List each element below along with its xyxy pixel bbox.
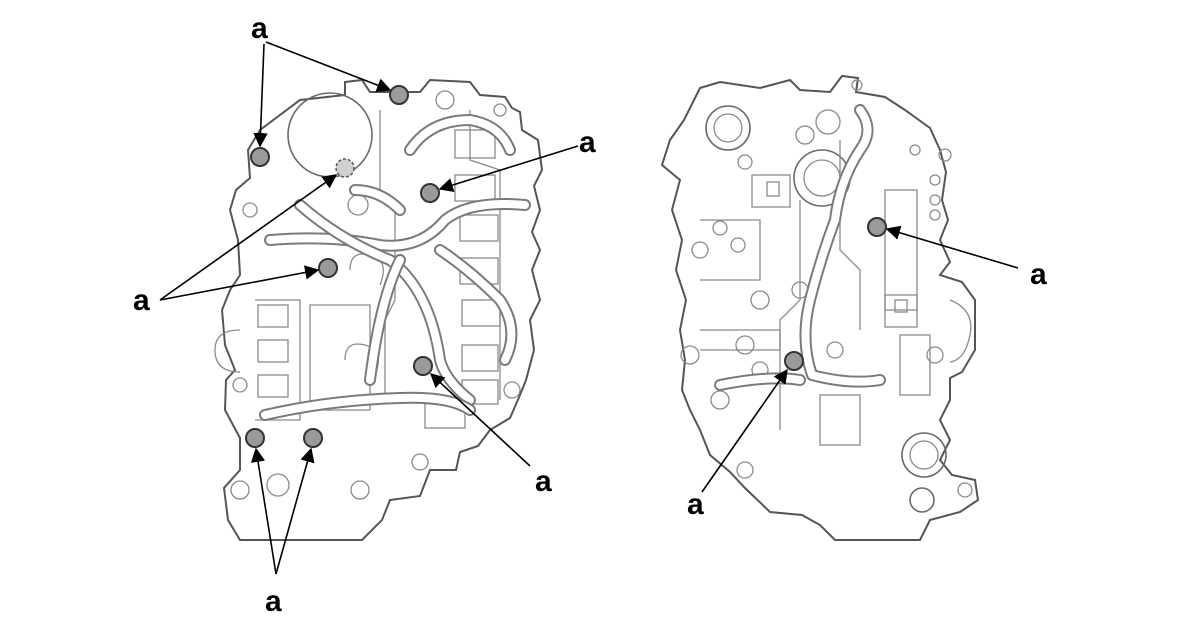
wire-harness bbox=[259, 114, 531, 421]
callout-label: a bbox=[687, 488, 704, 521]
bolt-marker bbox=[335, 158, 355, 178]
callout-label: a bbox=[579, 126, 596, 159]
bolt-marker bbox=[413, 356, 433, 376]
bolt-marker bbox=[245, 428, 265, 448]
callout-label: a bbox=[133, 284, 150, 317]
bolt-marker bbox=[389, 85, 409, 105]
bolt-marker bbox=[784, 351, 804, 371]
callout-label: a bbox=[251, 12, 268, 45]
bolt-marker bbox=[250, 147, 270, 167]
bolt-marker bbox=[420, 183, 440, 203]
left-valve-body bbox=[214, 78, 544, 541]
callout-label: a bbox=[1030, 258, 1047, 291]
bolt-marker bbox=[303, 428, 323, 448]
callout-labels: a a a a a a a bbox=[133, 12, 1047, 618]
wire-harness bbox=[714, 104, 886, 391]
bolt-marker bbox=[318, 258, 338, 278]
leader-lines bbox=[159, 41, 1019, 575]
callout-label: a bbox=[535, 465, 552, 498]
bolt-marker bbox=[867, 217, 887, 237]
right-valve-body bbox=[660, 74, 980, 541]
callout-label: a bbox=[265, 585, 282, 618]
